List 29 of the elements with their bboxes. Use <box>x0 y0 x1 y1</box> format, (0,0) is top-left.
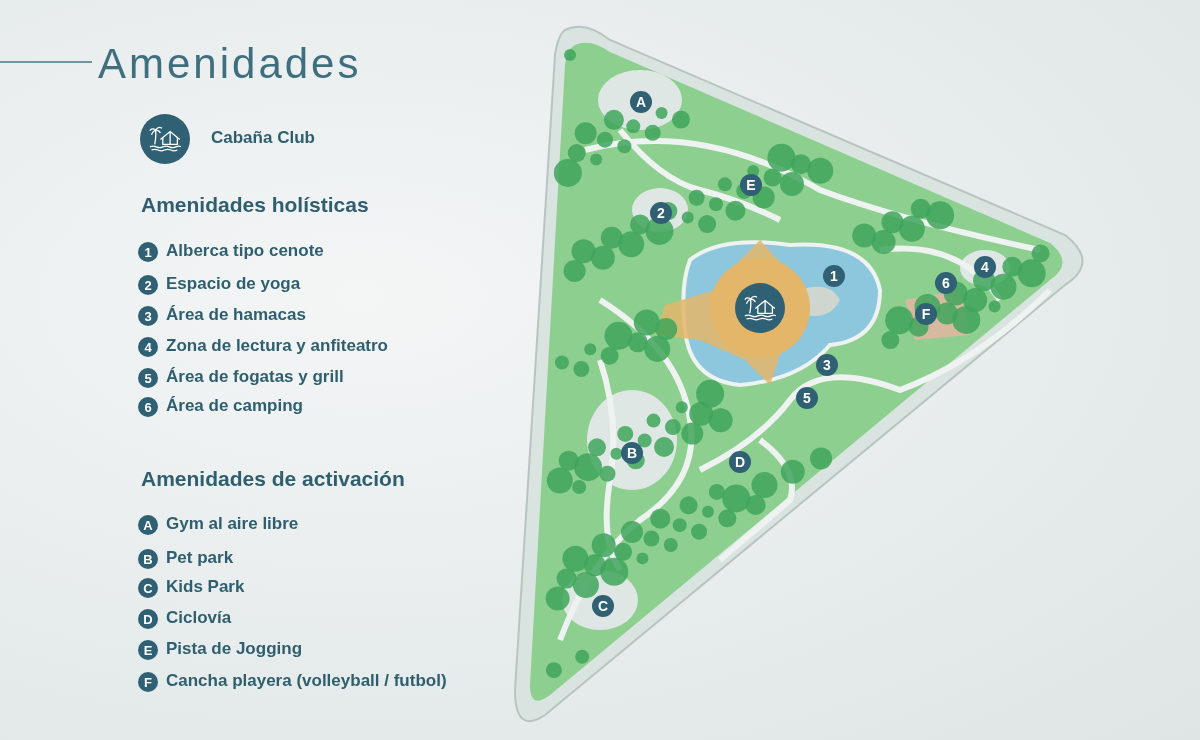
legend-icon-badge <box>140 114 190 164</box>
legend-text: Cabaña Club <box>211 128 315 148</box>
legend-text: Pista de Jogging <box>166 639 303 659</box>
legend-marker: A <box>138 515 158 535</box>
legend-marker: B <box>138 549 158 569</box>
legend-text: Alberca tipo cenote <box>166 241 324 261</box>
legend-marker: D <box>138 609 158 629</box>
legend-text: Pet park <box>166 548 234 568</box>
legend-marker: 5 <box>138 368 158 388</box>
legend-text: Espacio de yoga <box>166 274 301 294</box>
legend-marker: C <box>138 578 158 598</box>
legend-text: Área de hamacas <box>166 305 306 325</box>
legend-text: Cancha playera (volleyball / futbol) <box>166 671 447 691</box>
legend-marker: 4 <box>138 337 158 357</box>
legend-text: Área de camping <box>166 396 303 416</box>
legend-marker: 3 <box>138 306 158 326</box>
title: Amenidades <box>98 40 362 88</box>
legend-text: Zona de lectura y anfiteatro <box>166 336 388 356</box>
legend-marker: 6 <box>138 397 158 417</box>
legend-text: Kids Park <box>166 577 245 597</box>
legend-text: Área de fogatas y grill <box>166 367 344 387</box>
legend-marker: 1 <box>138 242 158 262</box>
legend-marker: 2 <box>138 275 158 295</box>
legend-text: Gym al aire libre <box>166 514 299 534</box>
legend-marker: F <box>138 672 158 692</box>
legend-text: Ciclovía <box>166 608 232 628</box>
legend-marker: E <box>138 640 158 660</box>
section-heading: Amenidades de activación <box>141 467 405 491</box>
section-heading: Amenidades holísticas <box>141 193 369 217</box>
